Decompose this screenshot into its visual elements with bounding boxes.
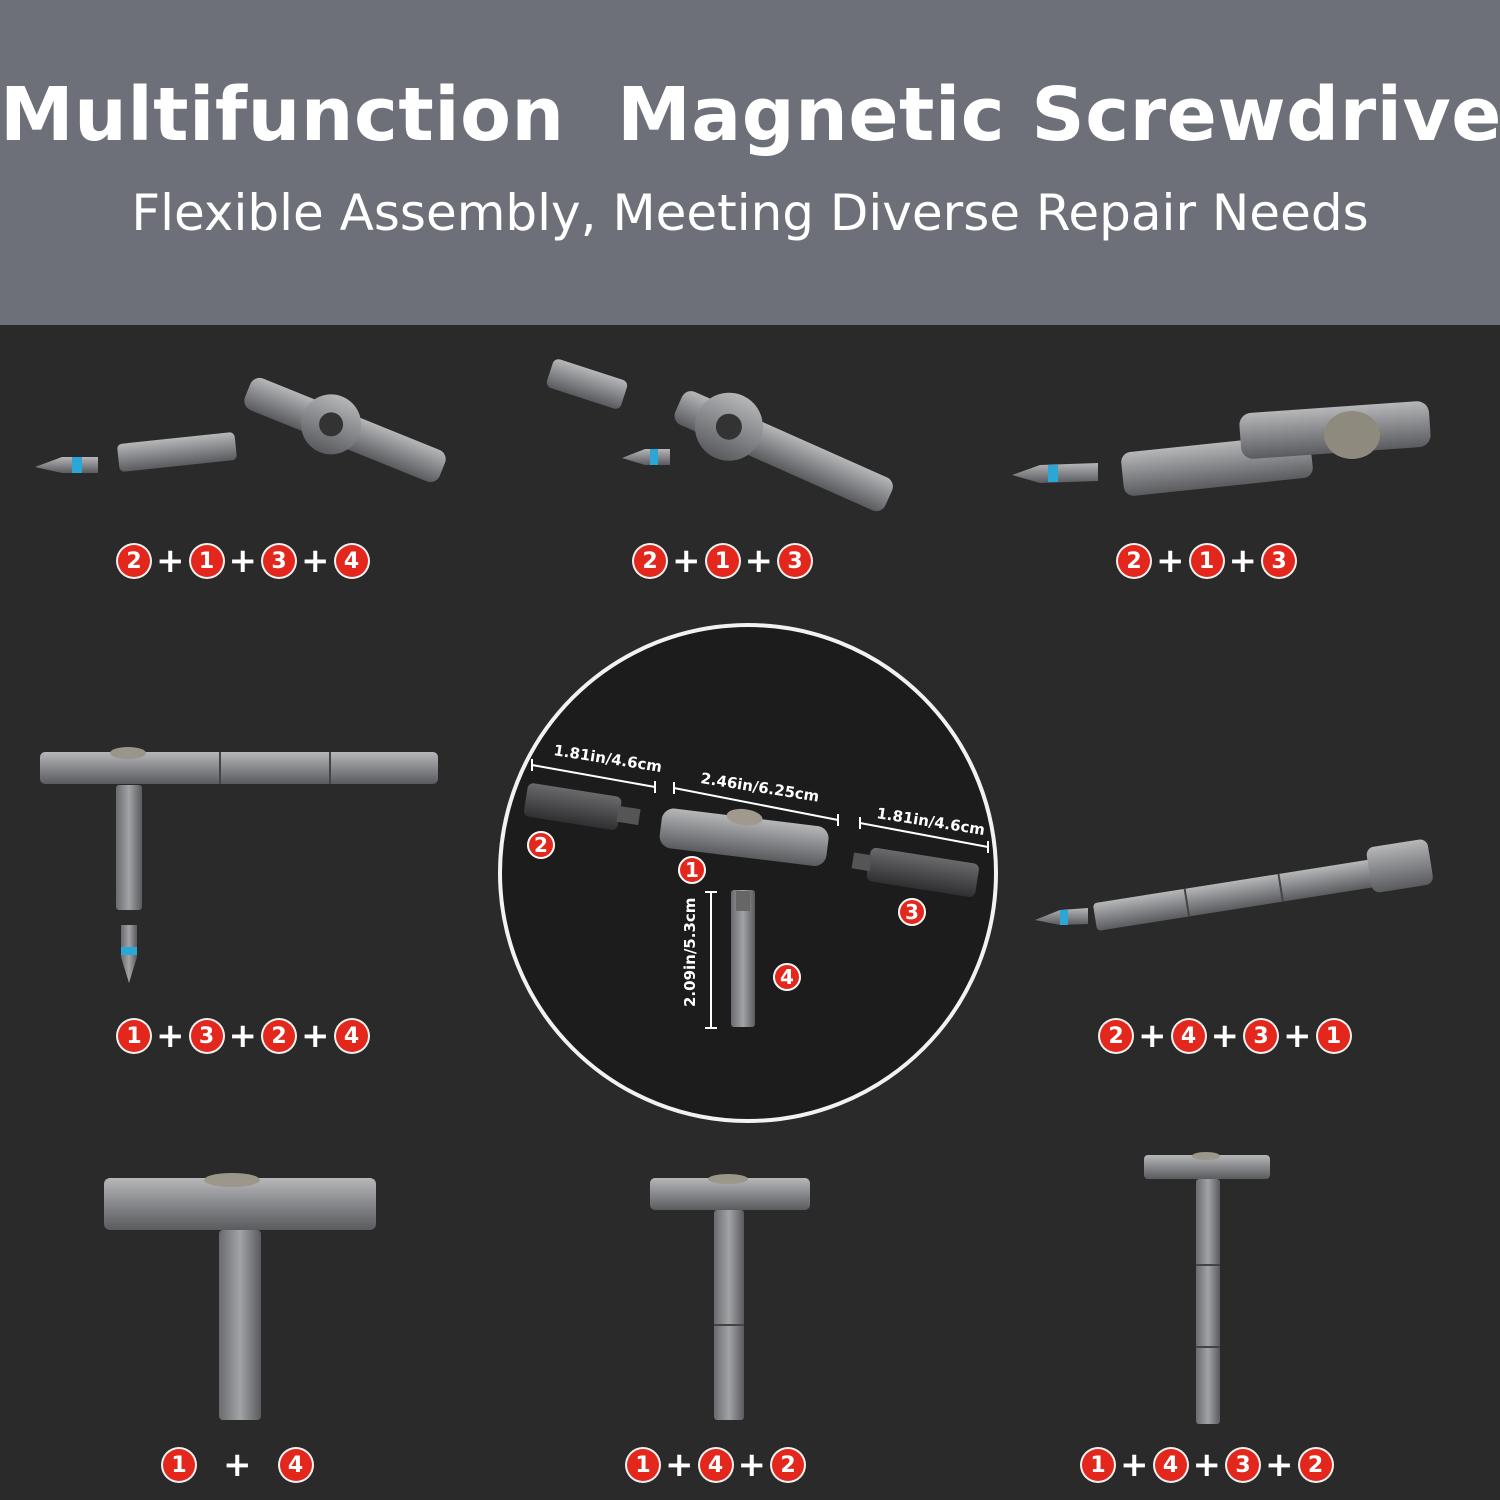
plus-sign: +	[672, 541, 701, 581]
assembly-formula-3: 2+1+3	[1118, 541, 1295, 581]
plus-sign: +	[1138, 1016, 1167, 1056]
plus-sign: +	[665, 1445, 694, 1485]
part-number-badge: 3	[190, 1020, 223, 1052]
assembly-illustration-7	[650, 1174, 810, 1420]
assembly-illustration-3	[1012, 401, 1431, 496]
plus-sign: +	[1210, 1016, 1240, 1056]
part-number-badge: 2	[772, 1449, 804, 1481]
plus-sign: +	[156, 541, 185, 581]
plus-sign: +	[301, 1016, 330, 1056]
plus-sign: +	[301, 541, 330, 581]
assembly-illustration-1	[35, 377, 446, 483]
assembly-formula-1: 2+1+3+4	[118, 541, 368, 581]
part-number-badge: 1	[118, 1020, 150, 1052]
assembly-illustration-4	[40, 747, 438, 983]
part-number-badge: 1	[1082, 1449, 1114, 1481]
part-number-badge: 2	[118, 545, 150, 577]
page-subtitle: Flexible Assembly, Meeting Diverse Repai…	[131, 184, 1369, 242]
part-number-badge: 2	[1118, 545, 1150, 577]
assembly-formula-2: 2+1+3	[634, 541, 811, 581]
part-number-badge: 3	[263, 545, 295, 577]
part-number-badge: 4	[1172, 1020, 1205, 1052]
plus-sign: +	[1265, 1445, 1294, 1485]
tool-illustrations: 1.81in/4.6cm 2 2.46in/6.25cm 1	[35, 359, 1433, 1424]
assembly-illustration-2	[546, 359, 893, 512]
part-number-badge: 4	[335, 545, 368, 577]
part-number-badge: 2	[1100, 1020, 1132, 1052]
assembly-formula-6: 1 +4	[163, 1445, 312, 1485]
part-number-badge: 4	[699, 1449, 732, 1481]
assembly-formula-4: 1+3+2+4	[118, 1016, 368, 1056]
part-number-badge: 1	[190, 545, 223, 577]
assembly-illustration-5	[1035, 839, 1433, 931]
assembly-illustration-6	[104, 1173, 376, 1420]
part-label-3: 3	[905, 900, 919, 924]
plus-sign: +	[1156, 541, 1185, 581]
plus-sign: +	[228, 541, 258, 581]
part-label-2: 2	[534, 833, 548, 857]
plus-sign: +	[223, 1445, 252, 1485]
part-number-badge: 1	[627, 1449, 659, 1481]
assembly-stage: 1.81in/4.6cm 2 2.46in/6.25cm 1	[0, 325, 1500, 1500]
part-number-badge: 2	[263, 1020, 295, 1052]
part-number-badge: 3	[1227, 1449, 1259, 1481]
plus-sign: +	[737, 1445, 767, 1485]
plus-sign: +	[228, 1016, 258, 1056]
part-number-badge: 4	[279, 1449, 312, 1481]
plus-sign: +	[1120, 1445, 1149, 1485]
assembly-formula-7: 1+4+2	[627, 1445, 804, 1485]
plus-sign: +	[1228, 541, 1258, 581]
plus-sign: +	[156, 1016, 185, 1056]
plus-sign: +	[1192, 1445, 1222, 1485]
page-title: Multifunction Magnetic Screwdriver	[0, 72, 1500, 158]
part-number-badge: 1	[1190, 545, 1223, 577]
assembly-formula-5: 2+4+3+1	[1100, 1016, 1350, 1056]
plus-sign: +	[744, 541, 774, 581]
part-number-badge: 3	[1245, 1020, 1277, 1052]
part-number-badge: 1	[706, 545, 739, 577]
part-label-1: 1	[685, 858, 699, 882]
assembly-illustration-8	[1144, 1152, 1270, 1424]
part-number-badge: 1	[1317, 1020, 1350, 1052]
part-number-badge: 2	[634, 545, 666, 577]
parts-dimension-diagram: 1.81in/4.6cm 2 2.46in/6.25cm 1	[498, 623, 998, 1123]
dim-label-part4: 2.09in/5.3cm	[681, 898, 699, 1007]
part-number-badge: 1	[163, 1449, 195, 1481]
part-number-badge: 2	[1299, 1449, 1332, 1481]
header-banner: Multifunction Magnetic Screwdriver Flexi…	[0, 0, 1500, 325]
assembly-formula-8: 1+4+3+2	[1082, 1445, 1332, 1485]
part-number-badge: 4	[1154, 1449, 1187, 1481]
part-number-badge: 4	[335, 1020, 368, 1052]
part-number-badge: 3	[1263, 545, 1295, 577]
part-number-badge: 3	[779, 545, 811, 577]
part-label-4: 4	[780, 965, 794, 989]
plus-sign: +	[1283, 1016, 1312, 1056]
